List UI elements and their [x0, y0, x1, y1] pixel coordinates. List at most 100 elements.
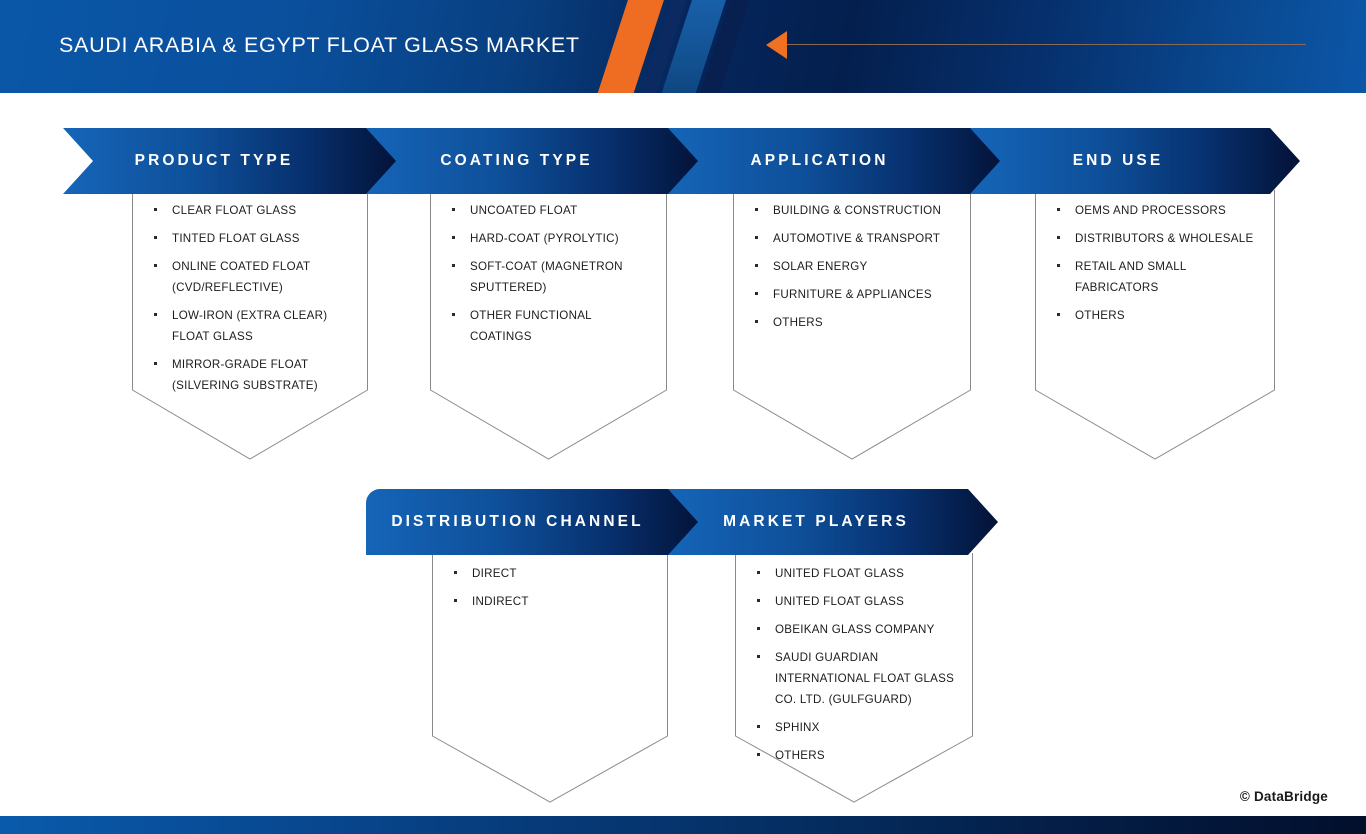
list-item: OTHERS [755, 312, 959, 333]
banner-distribution-channel[interactable]: DISTRIBUTION CHANNEL [366, 489, 703, 555]
list-item: OBEIKAN GLASS COMPANY [757, 619, 961, 640]
list-item-label: OTHER FUNCTIONAL COATINGS [470, 309, 592, 343]
banner-title: END USE [1072, 152, 1164, 169]
list-item-label: SOFT-COAT (MAGNETRON SPUTTERED) [470, 260, 623, 294]
list-item: AUTOMOTIVE & TRANSPORT [755, 228, 959, 249]
list-item-label: CLEAR FLOAT GLASS [172, 204, 297, 217]
list-product-type: CLEAR FLOAT GLASS TINTED FLOAT GLASS ONL… [154, 200, 356, 403]
bullet-icon [452, 236, 455, 239]
banner-product-type[interactable]: PRODUCT TYPE [63, 128, 399, 194]
list-item: OTHERS [757, 745, 961, 766]
card-application: BUILDING & CONSTRUCTION AUTOMOTIVE & TRA… [733, 190, 971, 460]
banner-application[interactable]: APPLICATION [668, 128, 1005, 194]
list-item: DIRECT [454, 563, 656, 584]
list-item: CLEAR FLOAT GLASS [154, 200, 356, 221]
banner-title: MARKET PLAYERS [723, 513, 909, 530]
list-item-label: OTHERS [1075, 309, 1125, 322]
list-item-label: UNITED FLOAT GLASS [775, 595, 905, 608]
list-item: SPHINX [757, 717, 961, 738]
list-item: DISTRIBUTORS & WHOLESALE [1057, 228, 1263, 249]
bullet-icon [454, 599, 457, 602]
list-item-label: FURNITURE & APPLIANCES [773, 288, 932, 301]
list-coating-type: UNCOATED FLOAT HARD-COAT (PYROLYTIC) SOF… [452, 200, 655, 354]
list-item-label: RETAIL AND SMALL FABRICATORS [1075, 260, 1187, 294]
bullet-icon [154, 208, 157, 211]
bullet-icon [1057, 236, 1060, 239]
list-item: INDIRECT [454, 591, 656, 612]
bullet-icon [757, 725, 760, 728]
list-distribution-channel: DIRECT INDIRECT [454, 563, 656, 619]
bullet-icon [755, 320, 758, 323]
list-item-label: UNITED FLOAT GLASS [775, 567, 905, 580]
banner-title: PRODUCT TYPE [134, 152, 294, 169]
list-item-label: TINTED FLOAT GLASS [172, 232, 300, 245]
bullet-icon [757, 627, 760, 630]
banner-market-players[interactable]: MARKET PLAYERS [668, 489, 998, 555]
list-end-use: OEMS AND PROCESSORS DISTRIBUTORS & WHOLE… [1057, 200, 1263, 333]
bullet-icon [454, 571, 457, 574]
list-item: UNCOATED FLOAT [452, 200, 655, 221]
list-item-label: DISTRIBUTORS & WHOLESALE [1075, 232, 1254, 245]
list-market-players: UNITED FLOAT GLASS UNITED FLOAT GLASS OB… [757, 563, 961, 773]
card-distribution-channel: DIRECT INDIRECT [432, 553, 668, 803]
card-coating-type: UNCOATED FLOAT HARD-COAT (PYROLYTIC) SOF… [430, 190, 667, 460]
list-item-label: SAUDI GUARDIAN INTERNATIONAL FLOAT GLASS… [775, 651, 955, 706]
list-item-label: AUTOMOTIVE & TRANSPORT [773, 232, 941, 245]
left-arrow-icon [766, 31, 787, 59]
list-item-label: ONLINE COATED FLOAT (CVD/REFLECTIVE) [172, 260, 311, 294]
list-item-label: DIRECT [472, 567, 517, 580]
list-item-label: BUILDING & CONSTRUCTION [773, 204, 942, 217]
list-item: FURNITURE & APPLIANCES [755, 284, 959, 305]
list-item: TINTED FLOAT GLASS [154, 228, 356, 249]
list-item: ONLINE COATED FLOAT (CVD/REFLECTIVE) [154, 256, 356, 298]
banner-title: APPLICATION [750, 152, 889, 169]
bullet-icon [1057, 313, 1060, 316]
list-item-label: OTHERS [775, 749, 825, 762]
bullet-icon [757, 753, 760, 756]
list-item: HARD-COAT (PYROLYTIC) [452, 228, 655, 249]
list-item: SAUDI GUARDIAN INTERNATIONAL FLOAT GLASS… [757, 647, 961, 710]
list-application: BUILDING & CONSTRUCTION AUTOMOTIVE & TRA… [755, 200, 959, 340]
banner-title: DISTRIBUTION CHANNEL [391, 513, 644, 530]
bullet-icon [1057, 264, 1060, 267]
card-product-type: CLEAR FLOAT GLASS TINTED FLOAT GLASS ONL… [132, 190, 368, 460]
bullet-icon [452, 313, 455, 316]
list-item-label: OTHERS [773, 316, 823, 329]
list-item: MIRROR-GRADE FLOAT (SILVERING SUBSTRATE) [154, 354, 356, 396]
footer-bar [0, 816, 1366, 834]
list-item-label: LOW-IRON (EXTRA CLEAR) FLOAT GLASS [172, 309, 328, 343]
list-item-label: SOLAR ENERGY [773, 260, 868, 273]
list-item: OTHERS [1057, 305, 1263, 326]
bullet-icon [755, 236, 758, 239]
banner-end-use[interactable]: END USE [970, 128, 1300, 194]
banner-title: COATING TYPE [440, 152, 593, 169]
bullet-icon [154, 264, 157, 267]
header-arrow-line [786, 44, 1306, 46]
bullet-icon [757, 599, 760, 602]
bullet-icon [452, 208, 455, 211]
bullet-icon [154, 236, 157, 239]
bullet-icon [757, 655, 760, 658]
page-title: SAUDI ARABIA & EGYPT FLOAT GLASS MARKET [59, 33, 580, 57]
bullet-icon [154, 313, 157, 316]
list-item-label: MIRROR-GRADE FLOAT (SILVERING SUBSTRATE) [172, 358, 318, 392]
list-item: UNITED FLOAT GLASS [757, 563, 961, 584]
list-item-label: HARD-COAT (PYROLYTIC) [470, 232, 619, 245]
list-item-label: OBEIKAN GLASS COMPANY [775, 623, 935, 636]
page-header: SAUDI ARABIA & EGYPT FLOAT GLASS MARKET [0, 0, 1366, 93]
bullet-icon [755, 208, 758, 211]
list-item-label: SPHINX [775, 721, 820, 734]
card-end-use: OEMS AND PROCESSORS DISTRIBUTORS & WHOLE… [1035, 190, 1275, 460]
bullet-icon [755, 292, 758, 295]
copyright-credit: © DataBridge [1239, 789, 1328, 804]
bullet-icon [154, 362, 157, 365]
bullet-icon [1057, 208, 1060, 211]
list-item-label: INDIRECT [472, 595, 529, 608]
list-item-label: UNCOATED FLOAT [470, 204, 578, 217]
list-item: RETAIL AND SMALL FABRICATORS [1057, 256, 1263, 298]
list-item: UNITED FLOAT GLASS [757, 591, 961, 612]
banner-coating-type[interactable]: COATING TYPE [366, 128, 701, 194]
bullet-icon [452, 264, 455, 267]
list-item: OTHER FUNCTIONAL COATINGS [452, 305, 655, 347]
